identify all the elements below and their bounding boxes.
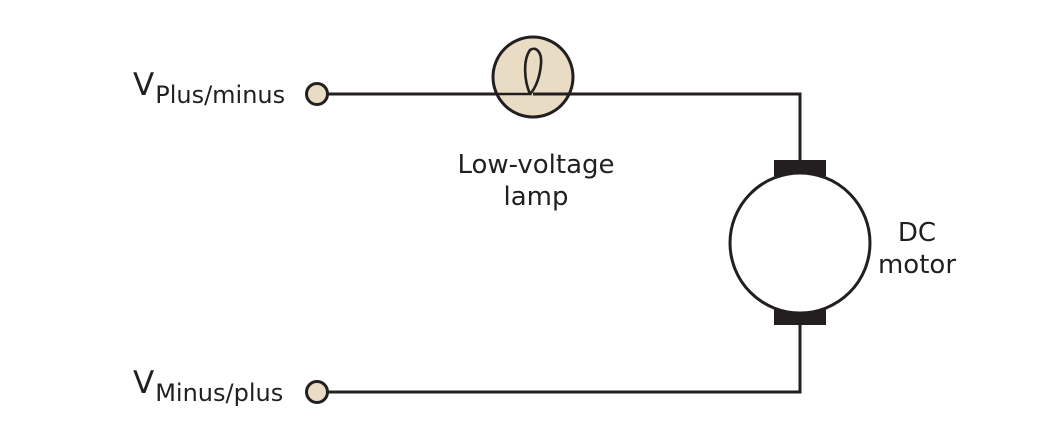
lamp-label: Low-voltage lamp xyxy=(446,150,626,213)
terminal-bottom xyxy=(305,380,329,404)
terminal-top-label-sub: Plus/minus xyxy=(155,81,286,109)
terminal-top xyxy=(305,82,329,106)
terminal-bottom-label-main: V xyxy=(133,365,155,401)
lamp-filament xyxy=(493,47,543,96)
lamp-symbol xyxy=(491,35,575,119)
lamp-bulb xyxy=(491,35,575,119)
bottom-wire xyxy=(328,324,802,394)
lamp-label-line2: lamp xyxy=(503,181,569,212)
terminal-top-label-main: V xyxy=(133,67,155,103)
lamp-label-line1: Low-voltage xyxy=(457,150,615,180)
terminal-top-label: VPlus/minus xyxy=(133,67,285,108)
motor-armature xyxy=(728,171,872,315)
terminal-bottom-label-sub: Minus/plus xyxy=(155,379,284,407)
top-wire xyxy=(328,92,802,162)
motor-brush-top xyxy=(774,160,826,176)
motor-label-line2: motor xyxy=(877,249,957,280)
motor-symbol xyxy=(728,160,872,325)
motor-label: DC motor xyxy=(862,218,972,281)
terminal-bottom-label: VMinus/plus xyxy=(133,365,283,406)
motor-label-line1: DC xyxy=(897,218,937,248)
